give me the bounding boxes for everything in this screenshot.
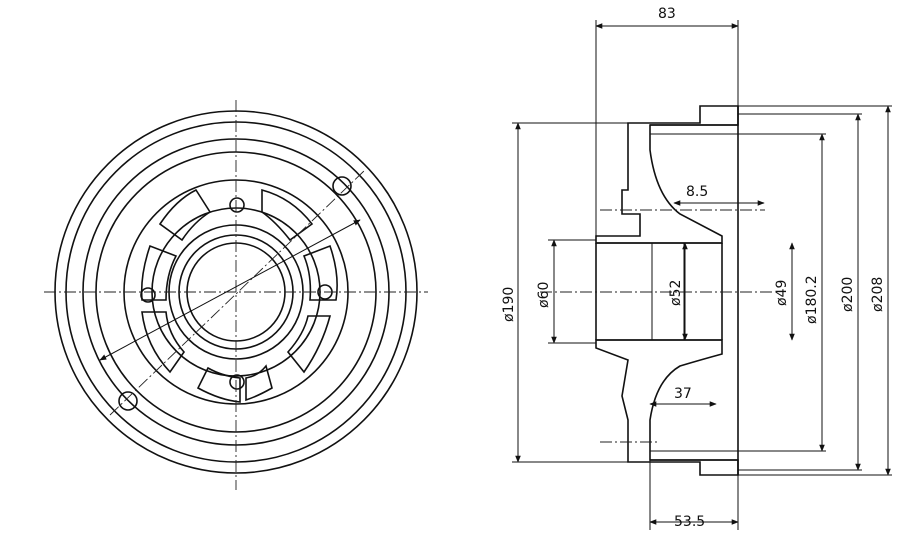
dim-text-37: 37 bbox=[674, 386, 692, 402]
wheel-hole-upper-right bbox=[332, 176, 352, 196]
section-view: 83 8.5 37 53.5 ø190 ø60 ø52 ø49 ø180.2 ø… bbox=[501, 6, 892, 530]
bolt-hole-top bbox=[229, 197, 245, 213]
dim-text-200: ø200 bbox=[840, 277, 856, 312]
front-diagonal-dimension bbox=[99, 219, 361, 361]
bolt-holes bbox=[118, 176, 352, 411]
bolt-hole-bottom bbox=[229, 374, 245, 390]
dim-text-8-5: 8.5 bbox=[686, 184, 708, 200]
dim-text-49: ø49 bbox=[774, 280, 790, 306]
front-view bbox=[44, 100, 428, 490]
dim-text-190: ø190 bbox=[501, 287, 517, 322]
rib-pockets bbox=[140, 188, 338, 403]
dim-text-208: ø208 bbox=[870, 277, 886, 312]
dim-text-52: ø52 bbox=[668, 280, 684, 306]
dim-text-180-2: ø180.2 bbox=[804, 275, 820, 324]
dim-text-60: ø60 bbox=[536, 282, 552, 308]
section-upper-hatch bbox=[595, 105, 739, 244]
wheel-hole-lower-left bbox=[118, 391, 138, 411]
section-lower-hatch bbox=[595, 339, 739, 476]
dim-text-53-5: 53.5 bbox=[674, 514, 705, 530]
dim-text-83: 83 bbox=[658, 6, 676, 22]
